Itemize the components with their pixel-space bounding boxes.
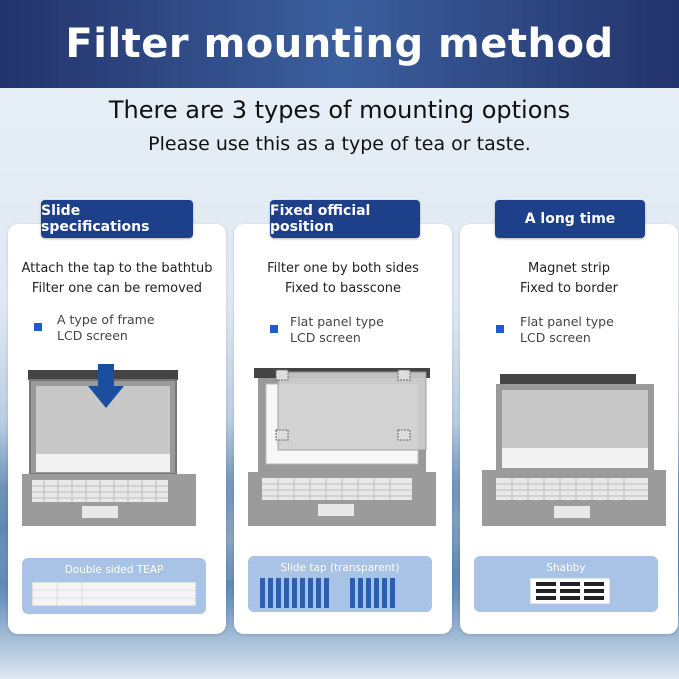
bullet-text-1: Flat panel type <box>520 314 614 329</box>
card-desc-line-2: Fixed to basscone <box>284 281 402 296</box>
bullet-text-2: LCD screen <box>57 328 128 343</box>
page-title: Filter mounting method <box>65 21 614 67</box>
bullet-text-1: Flat panel type <box>290 314 384 329</box>
card-magnet: Magnet strip Fixed to border Flat panel … <box>460 224 678 634</box>
header-banner: Filter mounting method <box>0 0 679 88</box>
tape-box: Shabby <box>474 556 658 612</box>
bullet-icon <box>34 323 42 331</box>
card-desc-line-1: Magnet strip <box>528 261 610 276</box>
laptop-bracket-illustration <box>248 368 436 526</box>
pill-fixed-official-position: Fixed official position <box>270 200 420 238</box>
intro-line-1: There are 3 types of mounting options <box>108 96 571 124</box>
bullet-text-2: LCD screen <box>290 330 361 345</box>
transparent-tape-icon <box>260 578 395 608</box>
card-desc-line-1: Attach the tap to the bathtub <box>21 261 213 276</box>
card-desc-line-2: Fixed to border <box>520 281 618 296</box>
intro-line-2: Please use this as a type of tea or tast… <box>148 133 531 155</box>
laptop-frame-illustration <box>22 364 196 526</box>
double-sided-tape-icon <box>32 582 196 606</box>
tape-box: Slide tap (transparent) <box>248 556 432 612</box>
bullet-icon <box>270 325 278 333</box>
bullet-icon <box>496 325 504 333</box>
bullet-text-1: A type of frame <box>57 312 155 327</box>
magnet-strip-icon <box>530 578 610 604</box>
card-desc-line-2: Filter one can be removed <box>31 281 203 296</box>
card-desc-line-1: Filter one by both sides <box>267 261 419 276</box>
tape-label: Shabby <box>546 562 586 574</box>
card-fixed: Filter one by both sides Fixed to bassco… <box>234 224 452 634</box>
pill-slide-specifications: Slide specifications <box>41 200 193 238</box>
tape-label: Double sided TEAP <box>64 564 164 576</box>
tape-label: Slide tap (transparent) <box>280 562 400 574</box>
card-slide: Attach the tap to the bathtub Filter one… <box>8 224 226 634</box>
tape-box: Double sided TEAP <box>22 558 206 614</box>
pill-a-long-time: A long time <box>495 200 645 238</box>
bullet-text-2: LCD screen <box>520 330 591 345</box>
laptop-magnet-illustration <box>482 374 666 526</box>
